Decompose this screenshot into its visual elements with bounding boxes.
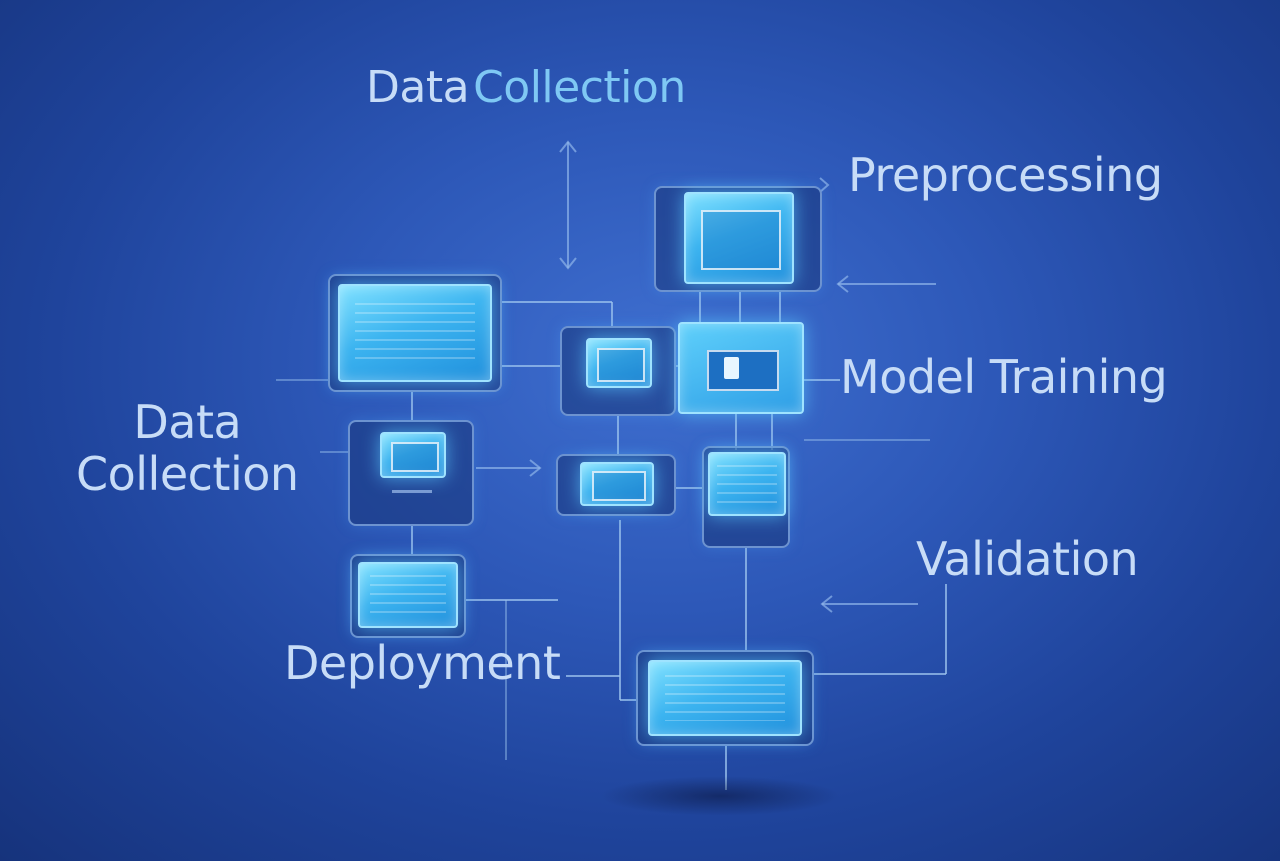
label-word: Data <box>366 62 470 113</box>
validation-node <box>702 446 790 548</box>
monitor-icon <box>648 660 802 736</box>
data-collection-node <box>348 420 474 526</box>
monitor-icon <box>338 284 492 382</box>
monitor-icon <box>380 432 446 478</box>
stage-label-preprocessing: Preprocessing <box>848 148 1163 202</box>
arrow-left-icon <box>820 595 918 613</box>
feature-node <box>556 454 676 516</box>
label-word: Collection <box>473 62 686 113</box>
monitor-icon <box>684 192 794 284</box>
caption-bar <box>392 490 432 493</box>
double-arrow-icon <box>559 140 577 270</box>
monitor-icon <box>358 562 458 628</box>
arrow-left-icon <box>836 275 936 293</box>
arrow-right-icon <box>819 177 830 193</box>
deployment-monitor <box>350 554 466 638</box>
model-training-node <box>678 322 804 414</box>
arrow-right-icon <box>476 459 542 477</box>
preprocessing-node <box>654 186 822 292</box>
stage-label-data-collection-top: DataCollection <box>366 62 686 113</box>
model-icon <box>723 357 739 379</box>
floor-shadow <box>600 776 840 816</box>
monitor-icon <box>708 452 786 516</box>
monitor-icon <box>586 338 652 388</box>
stage-label-validation: Validation <box>916 532 1139 586</box>
processing-node <box>560 326 676 416</box>
label-line: Collection <box>76 447 299 501</box>
label-line: Data <box>133 395 242 449</box>
data-source-monitor <box>328 274 502 392</box>
monitor-icon <box>580 462 654 506</box>
production-monitor <box>636 650 814 746</box>
stage-label-deployment: Deployment <box>284 636 561 690</box>
stage-label-data-collection-left: Data Collection <box>76 396 299 500</box>
stage-label-model-training: Model Training <box>840 350 1168 404</box>
